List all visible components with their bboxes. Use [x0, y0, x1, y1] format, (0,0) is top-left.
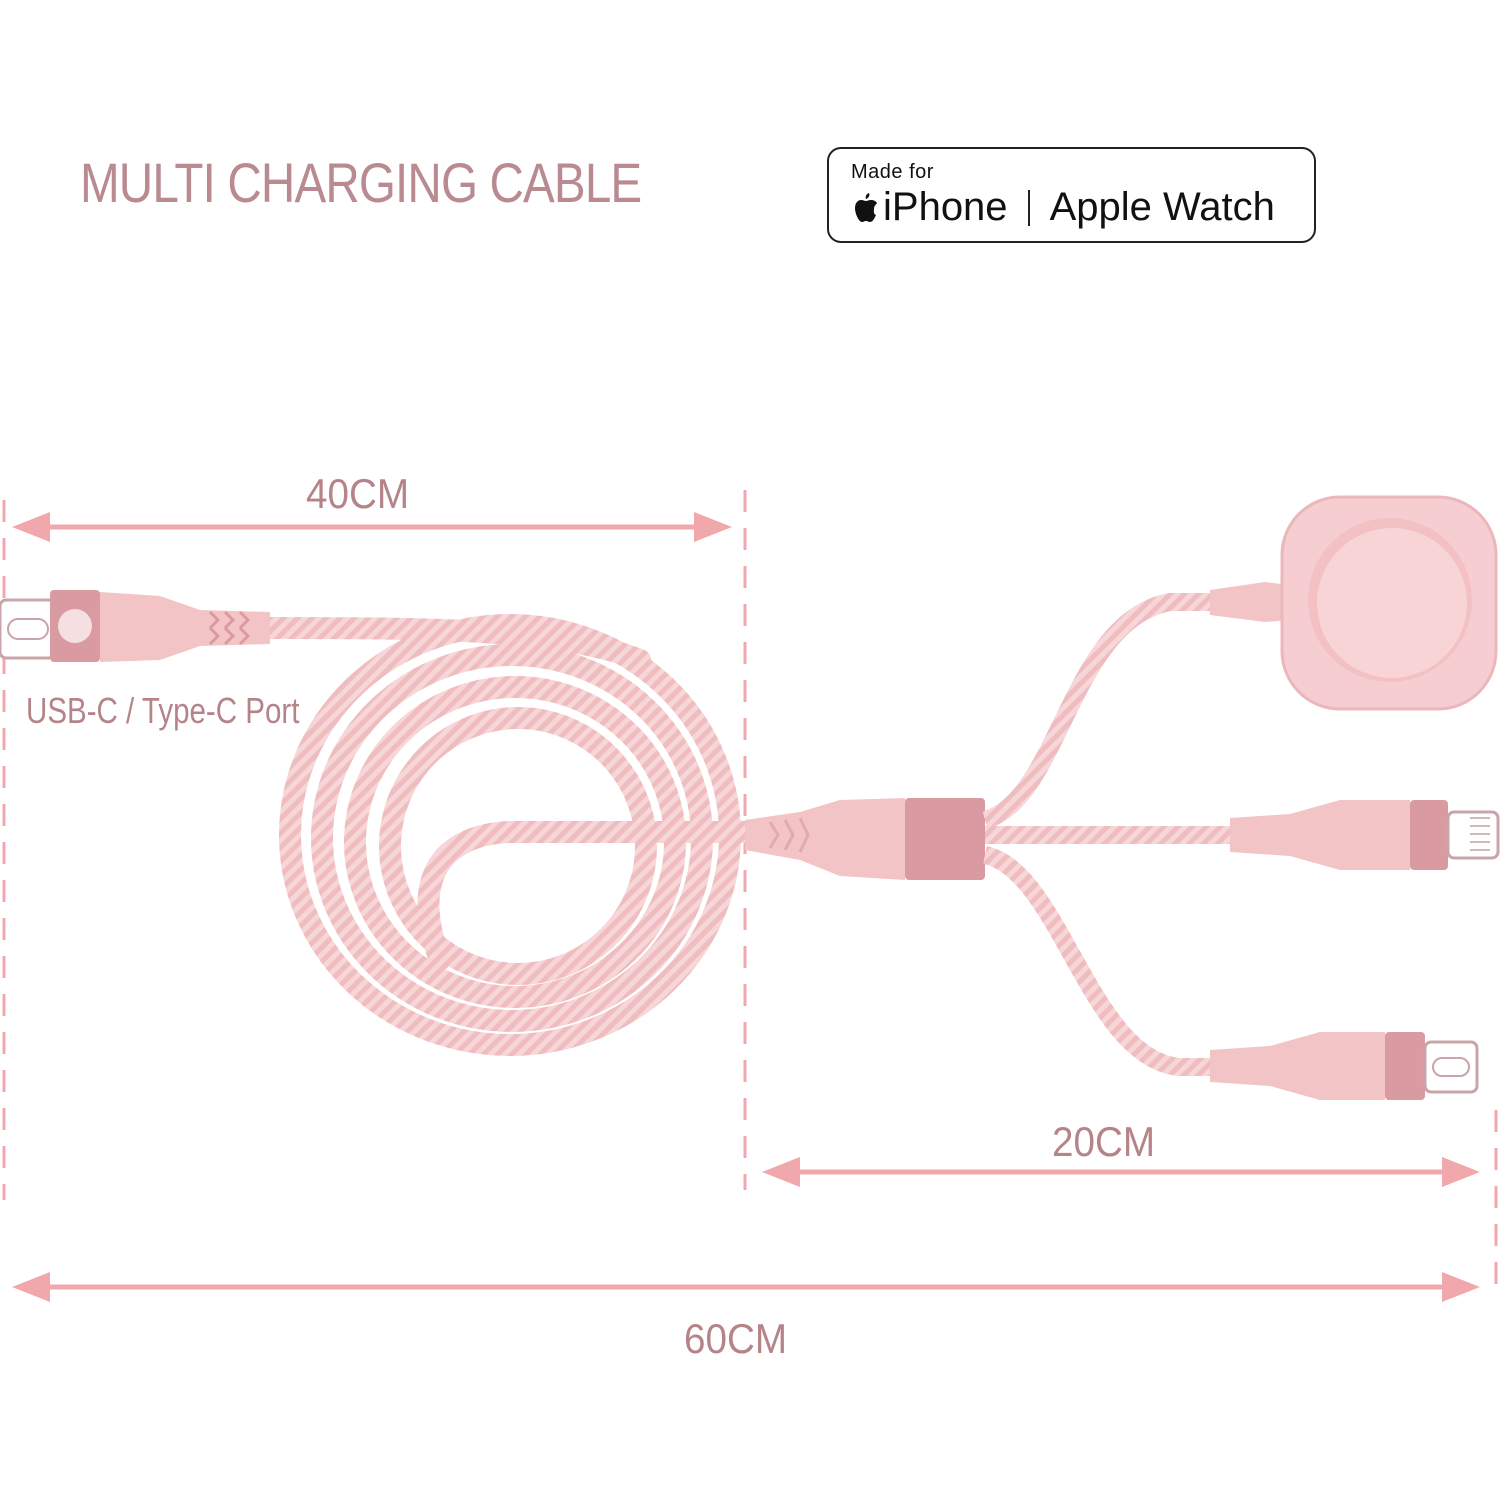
usb-c-output-connector [1210, 1032, 1479, 1100]
apple-logo-icon [855, 192, 877, 222]
arrow-60cm [12, 1272, 1480, 1302]
mfi-product-row: iPhone Apple Watch [851, 185, 1275, 230]
length-label-20cm: 20CM [1052, 1118, 1156, 1165]
badge-divider [1027, 189, 1030, 226]
apple-watch-label: Apple Watch [1049, 185, 1275, 229]
cable-splitter [745, 798, 985, 880]
arrow-20cm [762, 1157, 1480, 1187]
coiled-cable [259, 614, 771, 1056]
page-title: MULTI CHARGING CABLE [80, 151, 642, 214]
made-for-label: Made for [851, 161, 934, 183]
length-label-40cm: 40CM [306, 470, 410, 517]
mfi-badge: Made for iPhone Apple Watch [827, 147, 1316, 243]
usb-c-input-connector [0, 590, 270, 662]
branch-cables [981, 593, 1235, 1076]
length-label-60cm: 60CM [684, 1315, 788, 1362]
lightning-connector [1230, 800, 1500, 870]
apple-watch-charger [1210, 495, 1498, 711]
port-label: USB-C / Type-C Port [26, 690, 300, 731]
iphone-label: iPhone [883, 185, 1008, 229]
arrow-40cm [12, 512, 732, 542]
